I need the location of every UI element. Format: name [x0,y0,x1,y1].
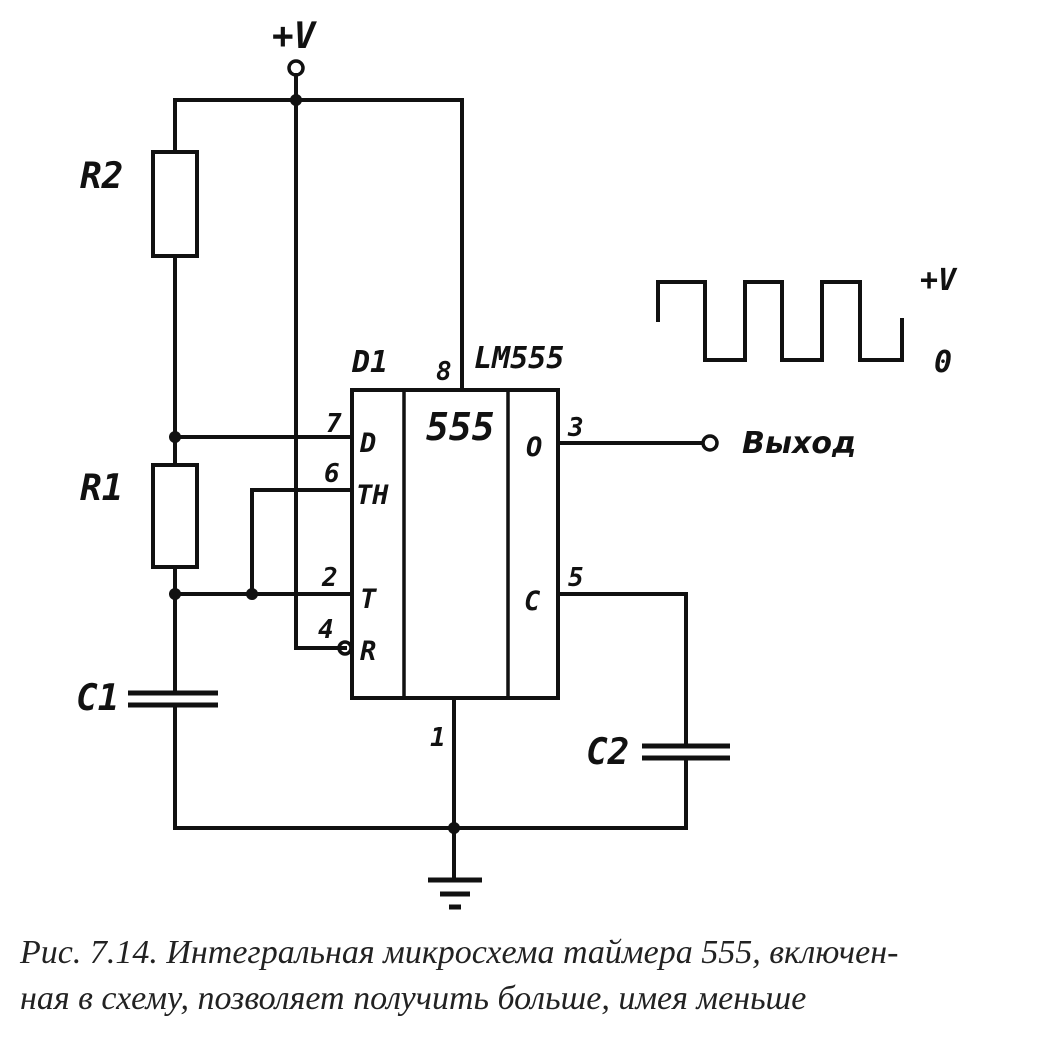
pin5-wire [556,592,688,748]
pin-number: 7 [326,409,342,439]
pin-number: 4 [318,615,334,645]
pin-name: TH [356,480,389,511]
pin-number: 3 [567,413,584,443]
pin-name: O [526,432,542,463]
caption-line: Рис. 7.14. Интегральная микросхема тайме… [20,934,899,971]
chip-body-label: 555 [426,405,495,449]
reset-inversion-bubble [337,640,353,656]
caption-line: ная в схему, позволяет получить больше, … [20,980,807,1017]
pin-number: 5 [568,563,584,593]
chip-part-label: LM555 [474,341,564,376]
r2-label: R2 [80,156,123,197]
circuit-diagram: +V R2 R1 C1 C2 D1 [76,16,958,910]
reset-wire [294,98,347,650]
top-rail-wire [173,98,464,392]
pin-name: T [360,584,377,615]
capacitor-c2 [642,743,730,761]
pin-number: 6 [324,459,340,489]
pin6-wire [250,488,354,596]
pin-number: 1 [430,723,446,753]
pin-name: D [359,428,376,459]
output-label: Выход [742,426,856,461]
square-wave-icon [656,280,904,362]
ground-rail-wire [173,703,688,830]
junction-dot [448,822,460,834]
ic-555-body [350,388,560,700]
supply-label: +V [272,16,318,57]
pin-name: C [524,586,541,617]
pin-number: 8 [436,357,452,387]
waveform-high-label: +V [920,263,958,298]
resistor-r1 [151,463,199,569]
output-terminal [701,434,719,452]
c1-label: C1 [76,678,119,719]
chip-ref-label: D1 [351,345,388,380]
c2-label: C2 [586,732,629,773]
resistor-r2 [151,150,199,258]
waveform-low-label: 0 [934,345,952,380]
r1-label: R1 [80,468,123,509]
pin-number: 2 [321,563,338,593]
pin-name: R [360,636,376,667]
ground-icon [428,877,482,910]
figure-caption: Рис. 7.14. Интегральная микросхема тайме… [20,930,1050,1022]
